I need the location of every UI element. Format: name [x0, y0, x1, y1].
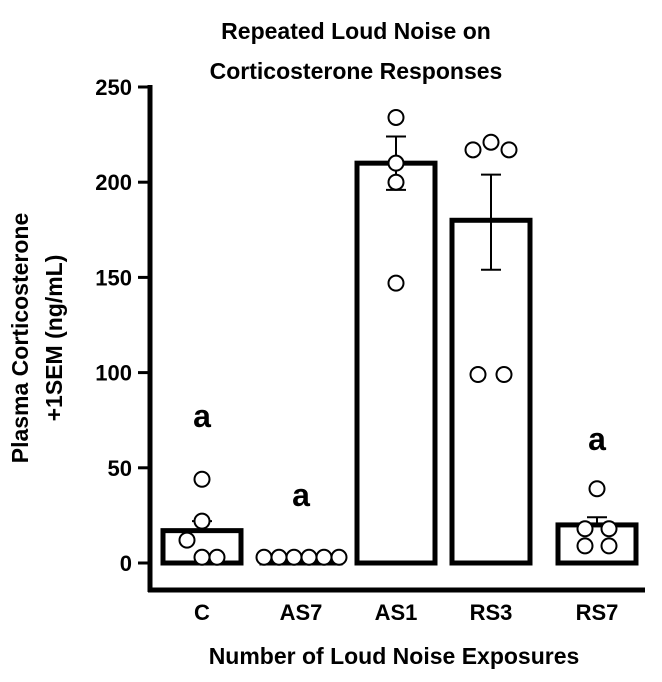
data-point	[300, 548, 318, 566]
data-point	[576, 520, 594, 538]
x-tick-label-rs3: RS3	[470, 600, 513, 625]
data-point	[193, 470, 211, 488]
data-point	[387, 108, 405, 126]
x-tick-label-as7: AS7	[280, 600, 323, 625]
y-tick-label: 250	[95, 75, 132, 100]
data-point	[208, 548, 226, 566]
significance-label: a	[292, 477, 310, 513]
data-point	[255, 548, 273, 566]
data-point	[469, 366, 487, 384]
data-point	[576, 537, 594, 555]
x-axis-ticks: C AS7 AS1 RS3 RS7	[194, 600, 618, 625]
bar-rs3	[449, 217, 533, 566]
y-axis-label: Plasma Corticosterone +1SEM (ng/mL)	[7, 213, 67, 464]
chart-title: Repeated Loud Noise on Corticosterone Re…	[210, 18, 503, 84]
data-point	[495, 366, 513, 384]
y-tick-label: 50	[108, 456, 132, 481]
significance-label: a	[588, 421, 606, 457]
data-point	[500, 141, 518, 159]
data-point	[193, 548, 211, 566]
data-point	[193, 512, 211, 530]
data-point	[315, 548, 333, 566]
data-point	[387, 274, 405, 292]
data-point	[464, 141, 482, 159]
significance-label: a	[193, 398, 211, 434]
data-point	[285, 548, 303, 566]
y-tick-label: 100	[95, 361, 132, 386]
x-tick-label-as1: AS1	[375, 600, 418, 625]
data-point	[270, 548, 288, 566]
data-point	[330, 548, 348, 566]
y-tick-label: 0	[120, 551, 132, 576]
y-tick-label: 150	[95, 265, 132, 290]
error-bar-rs7	[587, 516, 607, 525]
chart-title-line-1: Repeated Loud Noise on	[221, 18, 491, 44]
error-bar-rs3	[481, 173, 501, 271]
y-axis-label-line-1: Plasma Corticosterone	[7, 213, 33, 464]
data-point	[387, 154, 405, 172]
data-point	[482, 133, 500, 151]
significance-labels: a a a	[193, 398, 606, 513]
y-axis-ticks: 0 50 100 150 200 250	[95, 75, 150, 576]
y-axis-label-line-2: +1SEM (ng/mL)	[41, 255, 67, 422]
data-point	[178, 531, 196, 549]
data-points	[178, 108, 618, 566]
data-point	[600, 520, 618, 538]
bars	[160, 160, 639, 566]
data-point	[600, 537, 618, 555]
x-axis-label: Number of Loud Noise Exposures	[209, 643, 580, 669]
x-tick-label-c: C	[194, 600, 210, 625]
bar-as1	[354, 160, 438, 566]
bar-rs7	[555, 522, 639, 566]
y-tick-label: 200	[95, 170, 132, 195]
data-point	[387, 173, 405, 191]
chart-title-line-2: Corticosterone Responses	[210, 58, 503, 84]
data-point	[588, 480, 606, 498]
x-tick-label-rs7: RS7	[576, 600, 619, 625]
